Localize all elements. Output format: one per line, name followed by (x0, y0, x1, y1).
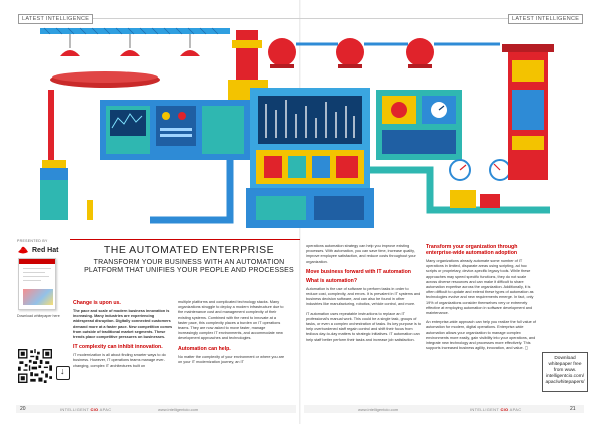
section-label-left: LATEST INTELLIGENCE (18, 14, 94, 24)
body-paragraph: operations automation strategy can help … (306, 244, 416, 264)
body-paragraph: multiple platforms and complicated techn… (178, 300, 284, 341)
title-rule (70, 239, 300, 240)
subhead-transform: Transform your organization through ente… (426, 244, 518, 256)
footer-bar-left (16, 405, 296, 413)
body-paragraph: Automation is the use of software to per… (306, 286, 421, 307)
subhead-change: Change is upon us. (73, 300, 121, 306)
subhead-move-forward: Move business forward with IT automation (306, 268, 411, 275)
footer-bar-right (304, 405, 584, 413)
article-title: THE AUTOMATED ENTERPRISE (103, 244, 275, 256)
body-paragraph: An enterprise-wide approach can help you… (426, 320, 536, 351)
article-column-4: Transform your organization through ente… (426, 244, 538, 355)
section-label-right: LATEST INTELLIGENCE (508, 14, 584, 24)
subhead-automation-help: Automation can help. (178, 345, 231, 352)
download-whitepaper-caption[interactable]: Download whitepaper here (17, 314, 60, 318)
article-column-2: multiple platforms and complicated techn… (178, 300, 286, 369)
footer-magazine-right: INTELLIGENT CIO APAC (470, 406, 522, 412)
footer-magazine-left: INTELLIGENT CIO APAC (60, 406, 112, 412)
page-number-right: 21 (570, 406, 576, 412)
red-hat-icon (18, 246, 28, 254)
body-paragraph: No matter the complexity of your environ… (178, 354, 285, 364)
body-paragraph: Many organizations already automate some… (426, 259, 534, 316)
footer-url-right[interactable]: www.intelligentcio.com (358, 406, 399, 412)
cover-artwork (23, 289, 53, 305)
cover-text-line (23, 276, 49, 278)
cover-text-line (23, 268, 51, 270)
footer-url-left[interactable]: www.intelligentcio.com (158, 406, 199, 412)
presented-by-label: PRESENTED BY (17, 239, 48, 243)
cover-text-line (23, 280, 41, 282)
header-rule-left (18, 18, 300, 19)
article-deck: TRANSFORM YOUR BUSINESS WITH AN AUTOMATI… (84, 259, 294, 275)
cover-top-bar (19, 259, 55, 264)
automation-machine-illustration (40, 27, 554, 228)
download-whitepaper-box[interactable]: Download whitepaper free from www. intel… (542, 352, 588, 392)
subhead-complexity: IT complexity can inhibit innovation. (73, 344, 163, 351)
cover-text-line (23, 272, 45, 274)
article-column-3: operations automation strategy can help … (306, 244, 421, 347)
red-hat-logo[interactable]: Red Hat (17, 246, 58, 254)
download-icon[interactable] (56, 366, 70, 380)
qr-code[interactable] (18, 349, 52, 383)
page-number-left: 20 (20, 406, 26, 412)
body-paragraph: IT modernization is all about finding sm… (73, 353, 166, 368)
brand-name: Red Hat (32, 246, 59, 254)
whitepaper-cover-thumbnail[interactable] (18, 258, 56, 310)
subhead-what-is-automation: What is automation? (306, 277, 358, 284)
article-column-1: Change is upon us. The pace and scale of… (73, 300, 173, 373)
intro-paragraph: The pace and scale of modern business in… (73, 309, 173, 340)
body-paragraph: IT automation uses repeatable instructio… (306, 311, 422, 342)
header-rule-right (300, 18, 582, 19)
